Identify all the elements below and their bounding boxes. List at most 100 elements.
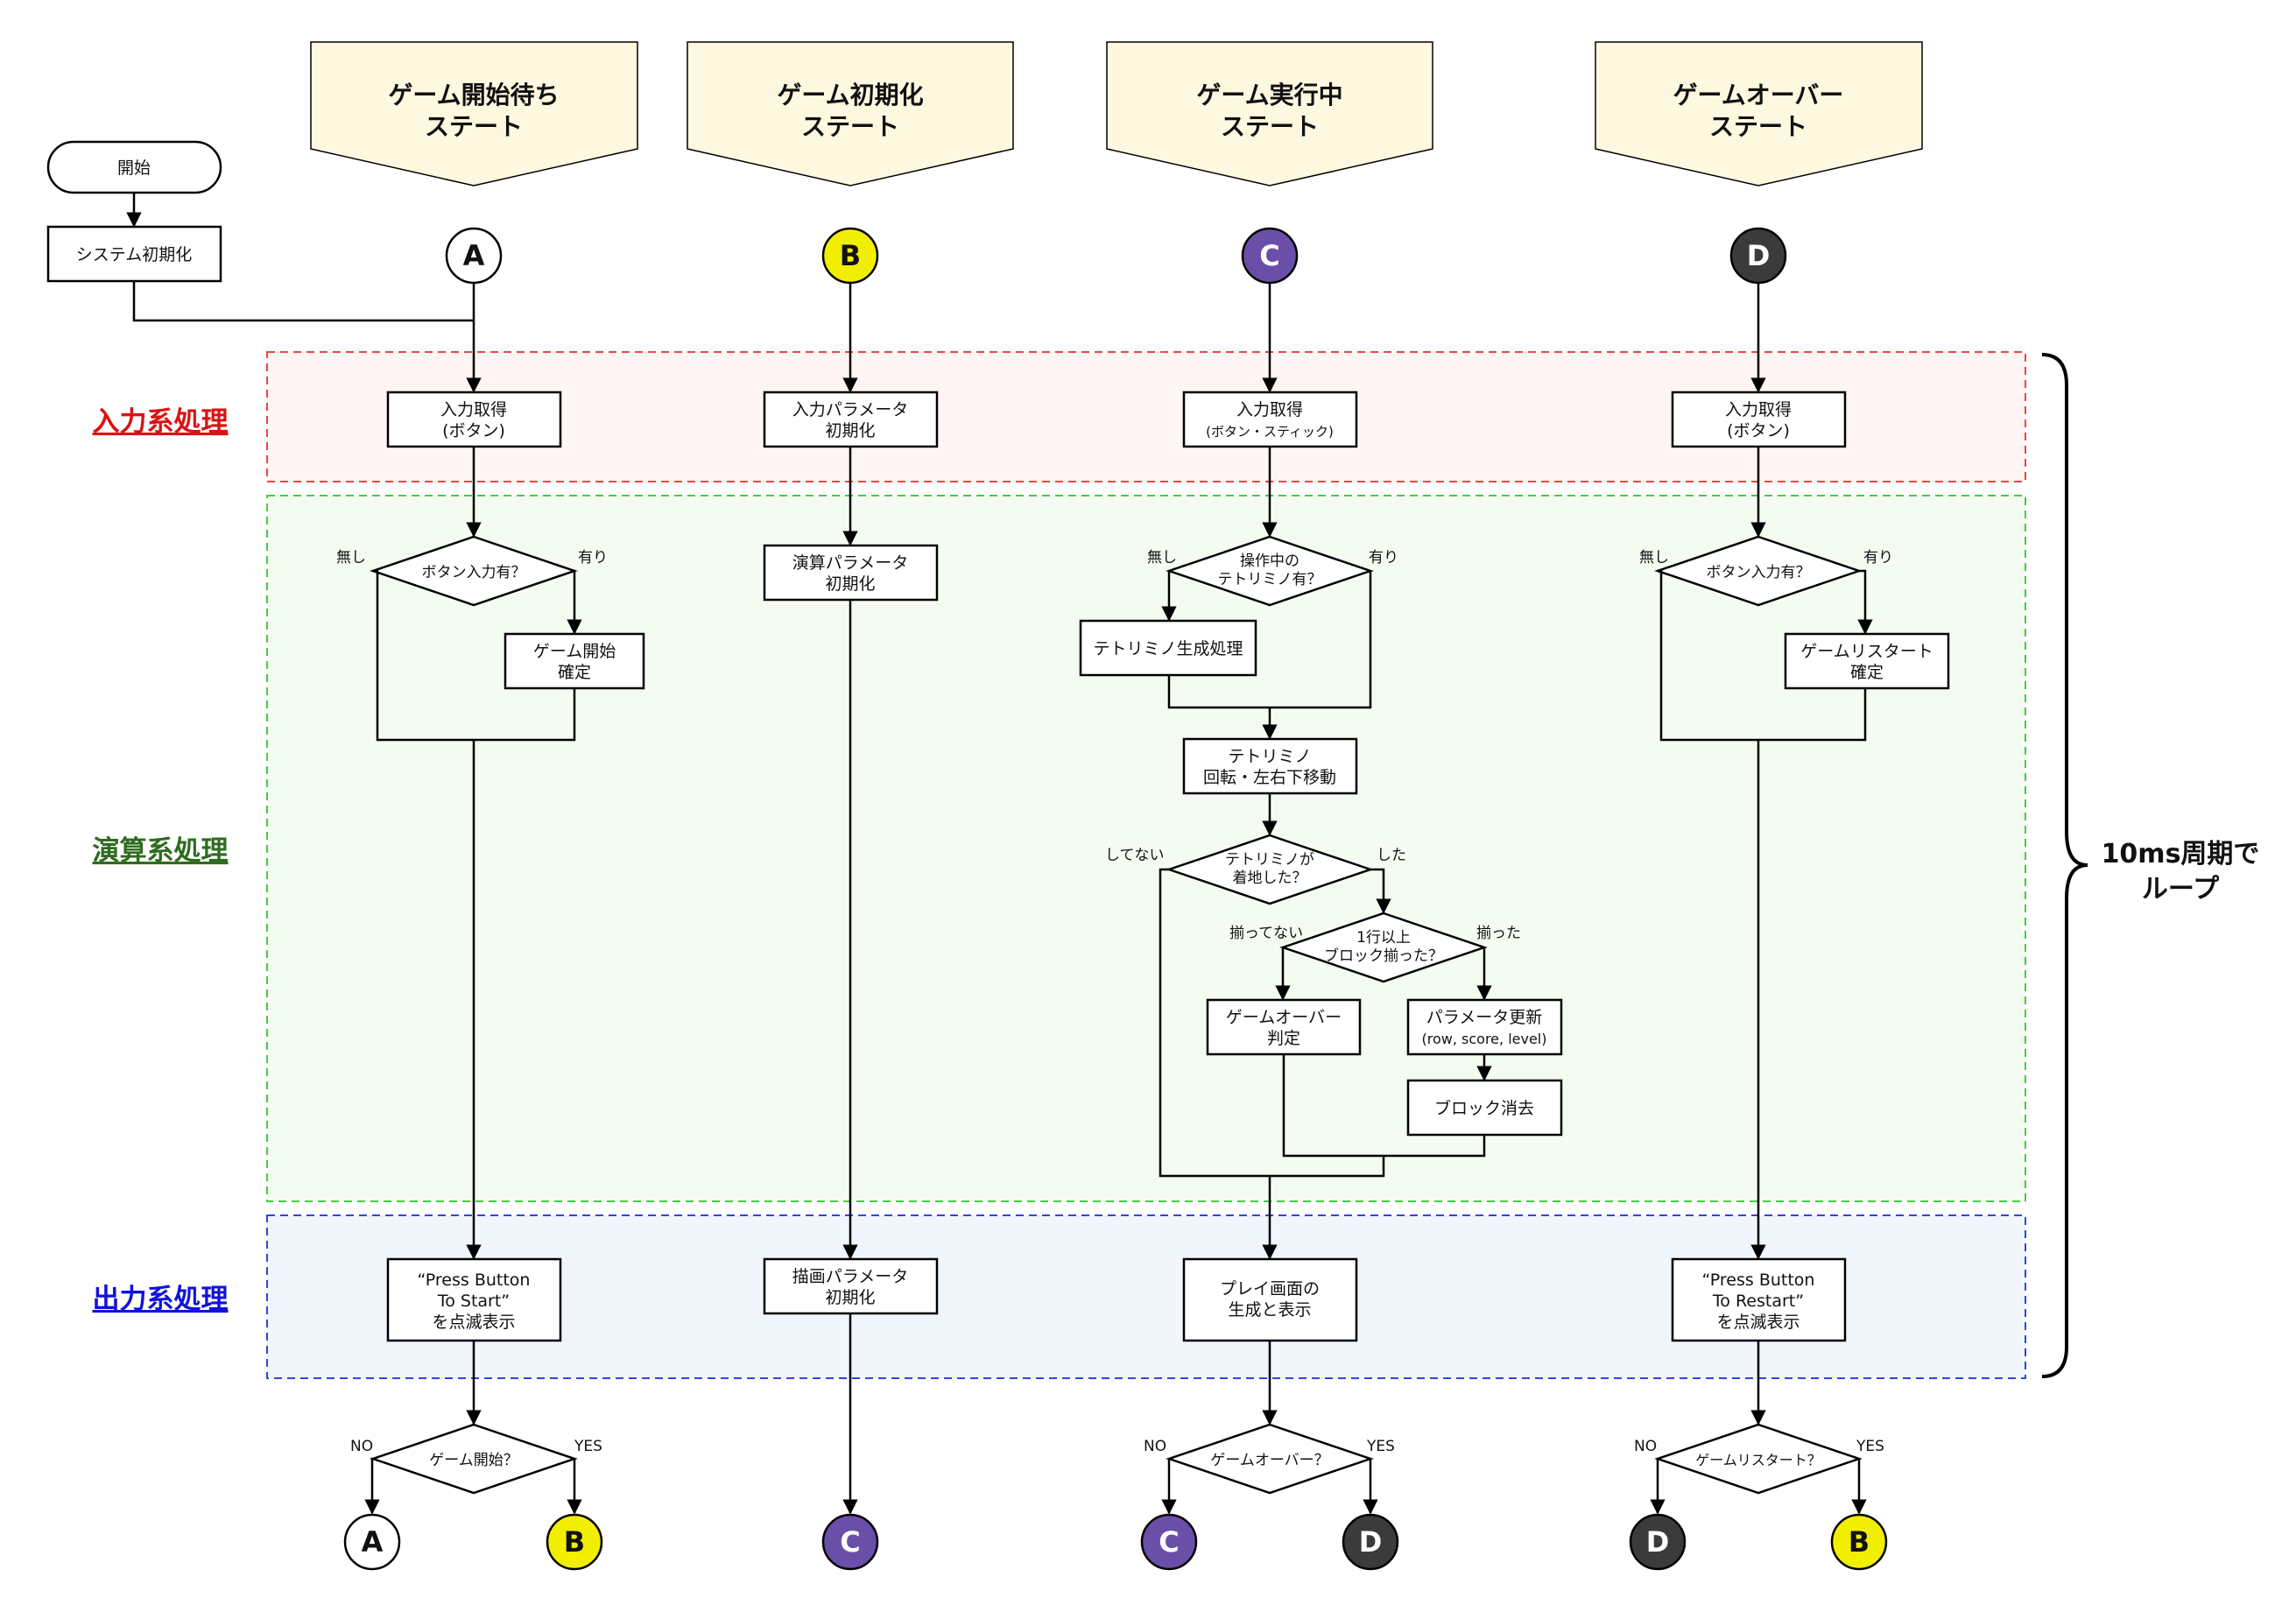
d-input-line2: (ボタン) [1727, 421, 1790, 440]
c-decision1 [1166, 535, 1374, 607]
c-output-line2: 生成と表示 [1228, 1300, 1311, 1320]
c-no3-label: 揃ってない [1229, 925, 1303, 942]
c-gameover-judge-line2: 判定 [1267, 1029, 1300, 1048]
d-confirm-line1: ゲームリスタート [1800, 642, 1933, 661]
connector-c-bottom-c-label: C [1159, 1525, 1179, 1559]
c-decision2-line1: テトリミノが [1225, 851, 1314, 869]
c-decision3 [1279, 912, 1488, 983]
connector-b-top-label: B [840, 239, 861, 272]
connector-d-bottom-b-label: B [1849, 1525, 1870, 1559]
a-input-line1: 入力取得 [440, 400, 507, 419]
c-yes3-label: 揃った [1476, 925, 1521, 942]
state-c-title-1: ゲーム実行中 [1196, 81, 1342, 109]
a-confirm-line2: 確定 [558, 663, 591, 682]
connector-b-bottom-c [821, 1513, 879, 1571]
connector-d-bottom-b [1830, 1513, 1888, 1571]
c-yes2-label: した [1377, 847, 1406, 864]
state-header-a: ゲーム開始待ち ステート [310, 41, 638, 187]
c-generate-label: テトリミノ生成処理 [1093, 639, 1243, 658]
connector-a-bottom-b-label: B [564, 1525, 585, 1559]
d-end-yes-label: YES [1856, 1438, 1884, 1455]
b-output-line2: 初期化 [825, 1288, 875, 1307]
c-yes1-label: 有り [1369, 549, 1398, 567]
a-yes-label: 有り [578, 549, 608, 567]
c-param-update-line2: (row, score, level) [1422, 1031, 1547, 1047]
connector-d-bottom-d-label: D [1646, 1525, 1670, 1559]
c-end-yes-label: YES [1366, 1438, 1395, 1455]
c-move-line2: 回転・左右下移動 [1203, 768, 1336, 787]
state-header-d: ゲームオーバー ステート [1595, 41, 1923, 187]
connector-a-bottom-a [343, 1513, 401, 1571]
b-input-box [763, 391, 939, 448]
b-output-box [763, 1257, 939, 1315]
state-b-title-1: ゲーム初期化 [777, 81, 923, 109]
connector-c-bottom-d [1342, 1513, 1399, 1571]
system-init-box [46, 225, 222, 283]
connector-c-bottom-c [1140, 1513, 1198, 1571]
a-end-no-label: NO [350, 1438, 373, 1455]
d-no-label: 無し [1639, 549, 1669, 567]
a-output-line1: “Press Button [418, 1271, 531, 1290]
a-confirm-box [504, 632, 645, 690]
a-input-box [386, 391, 562, 448]
c-decision2 [1166, 834, 1374, 905]
state-header-c: ゲーム実行中 ステート [1106, 41, 1433, 187]
c-input-line1: 入力取得 [1236, 400, 1303, 419]
loop-label-line2: ループ [2142, 874, 2220, 905]
connector-a-bottom-a-label: A [362, 1525, 384, 1559]
state-header-b: ゲーム初期化 ステート [687, 41, 1014, 187]
connector-b-bottom-c-label: C [840, 1525, 860, 1559]
b-calc-line1: 演算パラメータ [792, 553, 908, 573]
input-band-label: 入力系処理 [93, 406, 229, 438]
c-generate-box [1079, 619, 1257, 677]
a-output-line3: を点滅表示 [432, 1313, 515, 1332]
d-input-line1: 入力取得 [1725, 400, 1792, 419]
connector-d-bottom-d [1629, 1513, 1687, 1571]
a-no-label: 無し [336, 549, 366, 567]
state-c-title-2: ステート [1221, 112, 1319, 141]
c-output-line1: プレイ画面の [1220, 1279, 1320, 1299]
d-output-line2: To Restart” [1712, 1292, 1804, 1311]
b-input-line1: 入力パラメータ [792, 400, 908, 419]
d-confirm-box [1784, 632, 1950, 690]
d-decision [1654, 535, 1863, 607]
c-decision3-line2: ブロック揃った？ [1324, 947, 1443, 965]
connector-a-bottom-b [546, 1513, 603, 1571]
connector-d-top-label: D [1747, 239, 1771, 272]
output-band-label: 出力系処理 [93, 1284, 229, 1315]
a-output-line2: To Start” [437, 1292, 510, 1311]
b-output-line1: 描画パラメータ [792, 1267, 908, 1286]
calc-band-label: 演算系処理 [93, 835, 229, 867]
c-gameover-judge-line1: ゲームオーバー [1226, 1008, 1342, 1027]
connector-c-bottom-d-label: D [1359, 1525, 1383, 1559]
connector-a-top-label: A [463, 239, 485, 272]
c-param-update-line1: パラメータ更新 [1426, 1008, 1542, 1027]
d-end-decision-label: ゲームリスタート？ [1695, 1452, 1821, 1468]
a-end-decision-label: ゲーム開始？ [429, 1452, 518, 1469]
b-calc-box [763, 544, 939, 602]
c-input-line2: (ボタン・スティック) [1206, 424, 1334, 440]
c-block-clear-label: ブロック消去 [1434, 1098, 1534, 1118]
d-yes-label: 有り [1863, 549, 1893, 567]
loop-brace [2041, 353, 2088, 1378]
c-end-decision [1166, 1423, 1374, 1495]
c-no2-label: してない [1105, 847, 1165, 864]
c-decision1-line2: テトリミノ有？ [1218, 571, 1322, 588]
state-a-title-1: ゲーム開始待ち [388, 81, 559, 109]
a-confirm-line1: ゲーム開始 [533, 642, 616, 661]
state-d-title-1: ゲームオーバー [1673, 81, 1844, 109]
d-decision-label: ボタン入力有？ [1707, 564, 1811, 581]
c-output-box [1182, 1257, 1358, 1342]
c-end-decision-label: ゲームオーバー？ [1210, 1452, 1328, 1469]
d-end-decision [1654, 1423, 1863, 1495]
state-a-title-2: ステート [425, 112, 523, 141]
state-b-title-2: ステート [801, 112, 899, 141]
state-d-title-2: ステート [1709, 112, 1807, 141]
a-decision-label: ボタン入力有？ [422, 564, 526, 581]
b-calc-line2: 初期化 [825, 574, 875, 594]
calc-band [266, 495, 2026, 1202]
system-init-label: システム初期化 [76, 245, 192, 264]
d-end-no-label: NO [1634, 1438, 1657, 1455]
a-end-yes-label: YES [574, 1438, 602, 1455]
c-decision2-line2: 着地した？ [1233, 869, 1307, 887]
